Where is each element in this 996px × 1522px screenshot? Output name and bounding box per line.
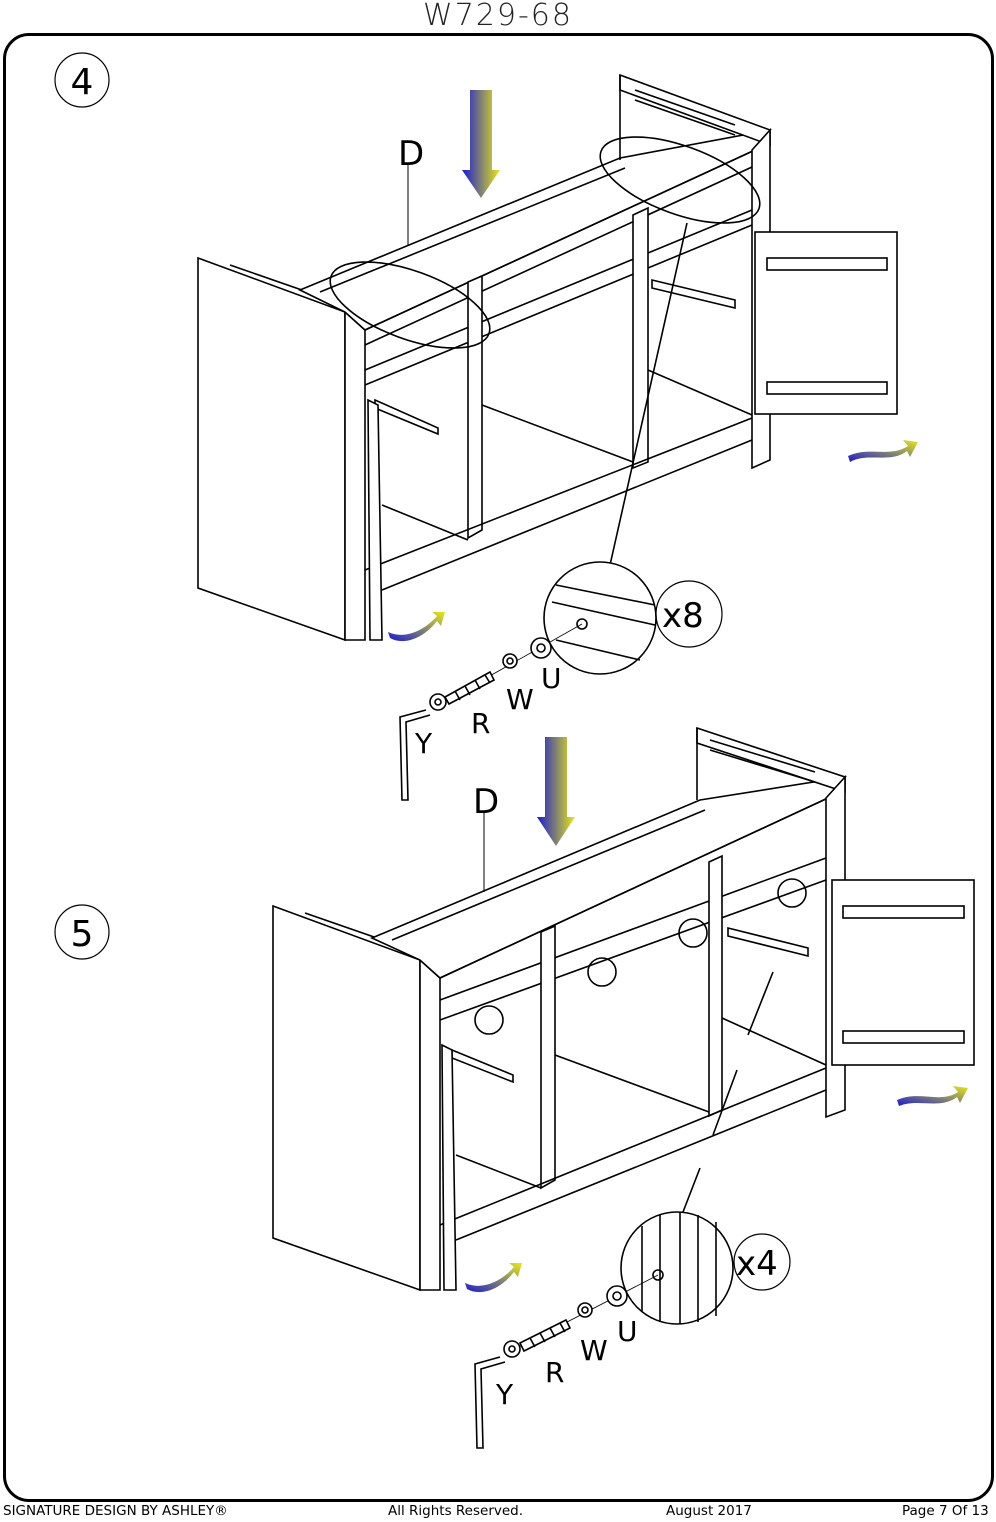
step5-part-r: R [545, 1356, 564, 1389]
step5-quantity: x4 [736, 1244, 778, 1284]
footer-date: August 2017 [666, 1503, 752, 1519]
step5-right-door-swing-arrow [897, 1086, 968, 1106]
step4-left-side-panel [197, 256, 346, 642]
step4-part-r: R [471, 707, 490, 740]
step4-part-y: Y [414, 727, 433, 760]
page-border [3, 33, 994, 1502]
step4-panel-label: D [398, 134, 424, 174]
step4-right-door-swing-arrow [848, 440, 918, 462]
step5-quantity-badge [733, 1233, 791, 1291]
step-5-illustration [54, 726, 975, 1449]
footer-page-number: Page 7 Of 13 [902, 1503, 989, 1519]
step5-part-y: Y [495, 1378, 514, 1411]
step-4-number: 4 [71, 62, 94, 103]
step4-quantity: x8 [662, 596, 704, 636]
step-4-badge [54, 52, 110, 108]
step-5-badge [54, 904, 110, 960]
step4-down-arrow [462, 90, 500, 198]
step5-part-u: U [617, 1315, 638, 1348]
footer-brand: SIGNATURE DESIGN BY ASHLEY® [3, 1503, 228, 1519]
step5-panel-label: D [473, 782, 499, 822]
step-5-number: 5 [71, 914, 94, 955]
step5-left-door-swing-arrow [465, 1263, 522, 1293]
step4-quantity-badge [655, 580, 723, 648]
step4-left-door-swing-arrow [388, 612, 445, 642]
step5-part-w: W [580, 1334, 608, 1367]
step4-part-w: W [506, 683, 534, 716]
step4-part-u: U [541, 662, 562, 695]
step-4-illustration [54, 52, 898, 801]
footer-rights: All Rights Reserved. [388, 1503, 524, 1519]
model-number: W729-68 [423, 0, 573, 33]
step5-down-arrow [537, 737, 575, 846]
